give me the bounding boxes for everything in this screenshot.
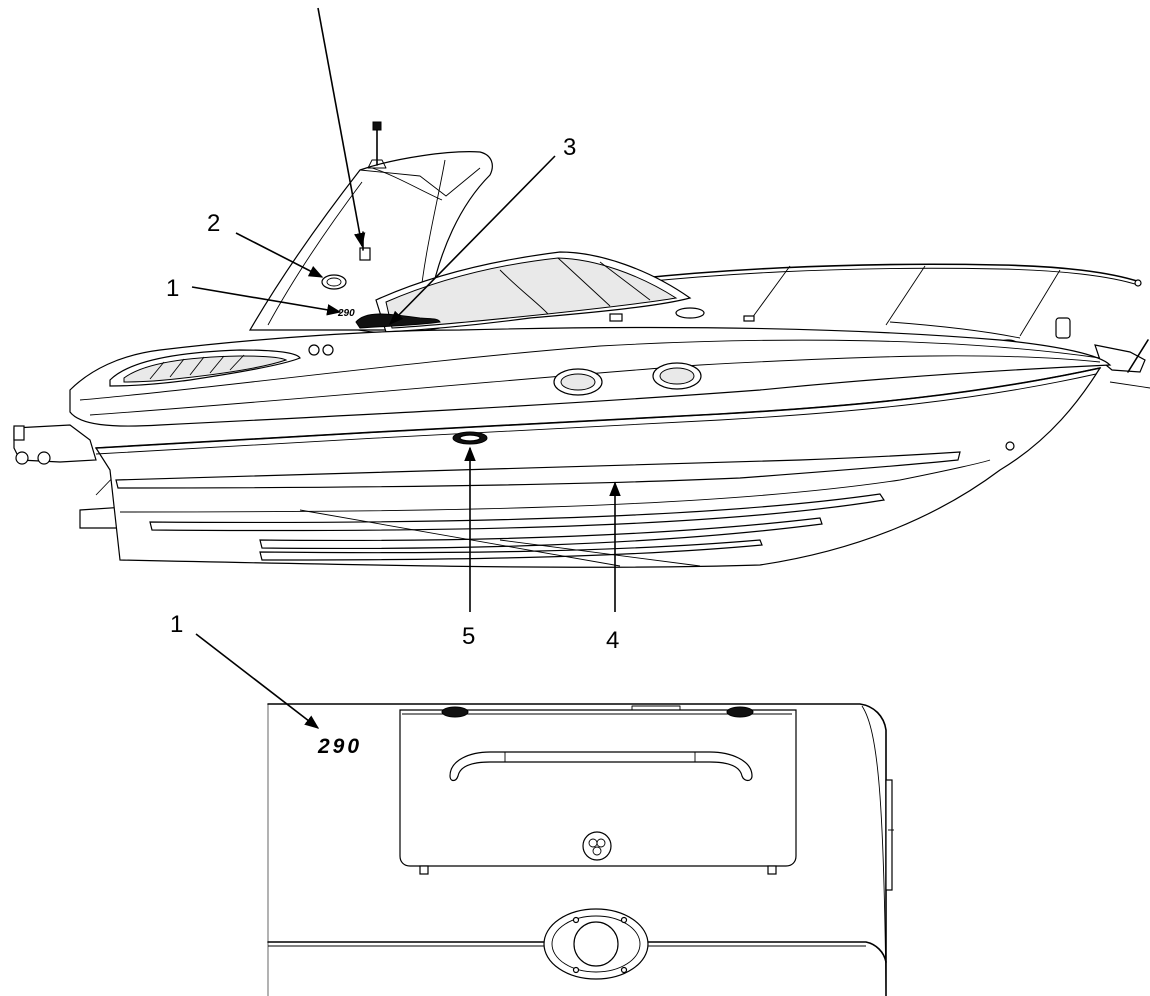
boat-side-view: 290 xyxy=(13,121,1150,568)
detail-model-decal: 290 xyxy=(317,735,362,758)
bow-rail xyxy=(559,263,1142,337)
main-hull xyxy=(94,367,1102,568)
callout-detail-1: 1 xyxy=(170,611,183,638)
callout-4: 4 xyxy=(606,627,619,654)
callout-2: 2 xyxy=(207,210,220,237)
leader-nav-light xyxy=(317,7,366,248)
leader-2 xyxy=(235,232,324,278)
windshield xyxy=(375,251,692,333)
transom xyxy=(13,424,141,529)
leader-1 xyxy=(191,286,342,316)
callout-leaders xyxy=(191,7,621,729)
leader-detail-1 xyxy=(195,633,320,729)
transom-hatch-door xyxy=(399,705,797,875)
callout-1: 1 xyxy=(166,275,179,302)
transom-oval-fitting xyxy=(543,908,649,980)
deck-profile xyxy=(69,326,1112,427)
callout-numbers: 1 2 3 5 4 1 xyxy=(166,134,619,654)
leader-3 xyxy=(388,155,556,326)
callout-5: 5 xyxy=(462,623,475,650)
callout-3: 3 xyxy=(563,134,576,161)
arch-logo-ring xyxy=(321,274,347,290)
hull-model-decal: 290 xyxy=(337,308,355,319)
transom-detail-view: 290 xyxy=(267,703,894,996)
